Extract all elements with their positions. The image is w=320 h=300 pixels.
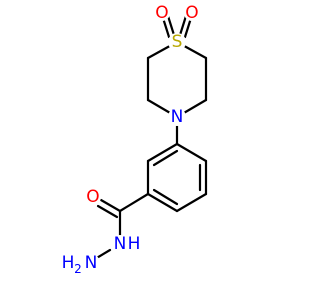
bond-c-o-a [99,198,122,213]
bond-ar-1-2 [175,142,208,163]
bond-s-o-right-b [183,16,193,39]
bond-ar-3-4 [175,192,208,213]
carbonyl-oxygen-label: O [86,187,99,207]
sulfur-atom-label: S [172,32,183,52]
terminal-nitrogen-label: N [85,253,98,273]
bond-ar-4-5 [146,192,179,213]
bond-c-o-b [96,204,119,219]
terminal-hydrogen-label: H [62,253,75,273]
bond-ar-inner-c [152,188,179,206]
bond-ar-inner-a [152,149,179,167]
amide-nitrogen-label: N [114,234,127,254]
bond-s-o-left-a [166,14,176,37]
terminal-hydrogen-subscript: 2 [74,262,82,276]
bond-s-o-right-a [178,14,188,37]
oxygen-right-label: O [185,3,198,23]
bond-s-o-left-b [161,16,171,39]
bonds [93,14,208,261]
atom-labels: S O O N O N H N H 2 [62,3,200,276]
ring-nitrogen-label: N [171,107,184,127]
amide-hydrogen-label: H [128,234,141,254]
bond-aryl-carbonyl [118,192,150,213]
oxygen-left-label: O [155,3,168,23]
bond-ar-6-1 [146,142,179,163]
molecule-structure-diagram: S O O N O N H N H 2 [62,3,208,276]
